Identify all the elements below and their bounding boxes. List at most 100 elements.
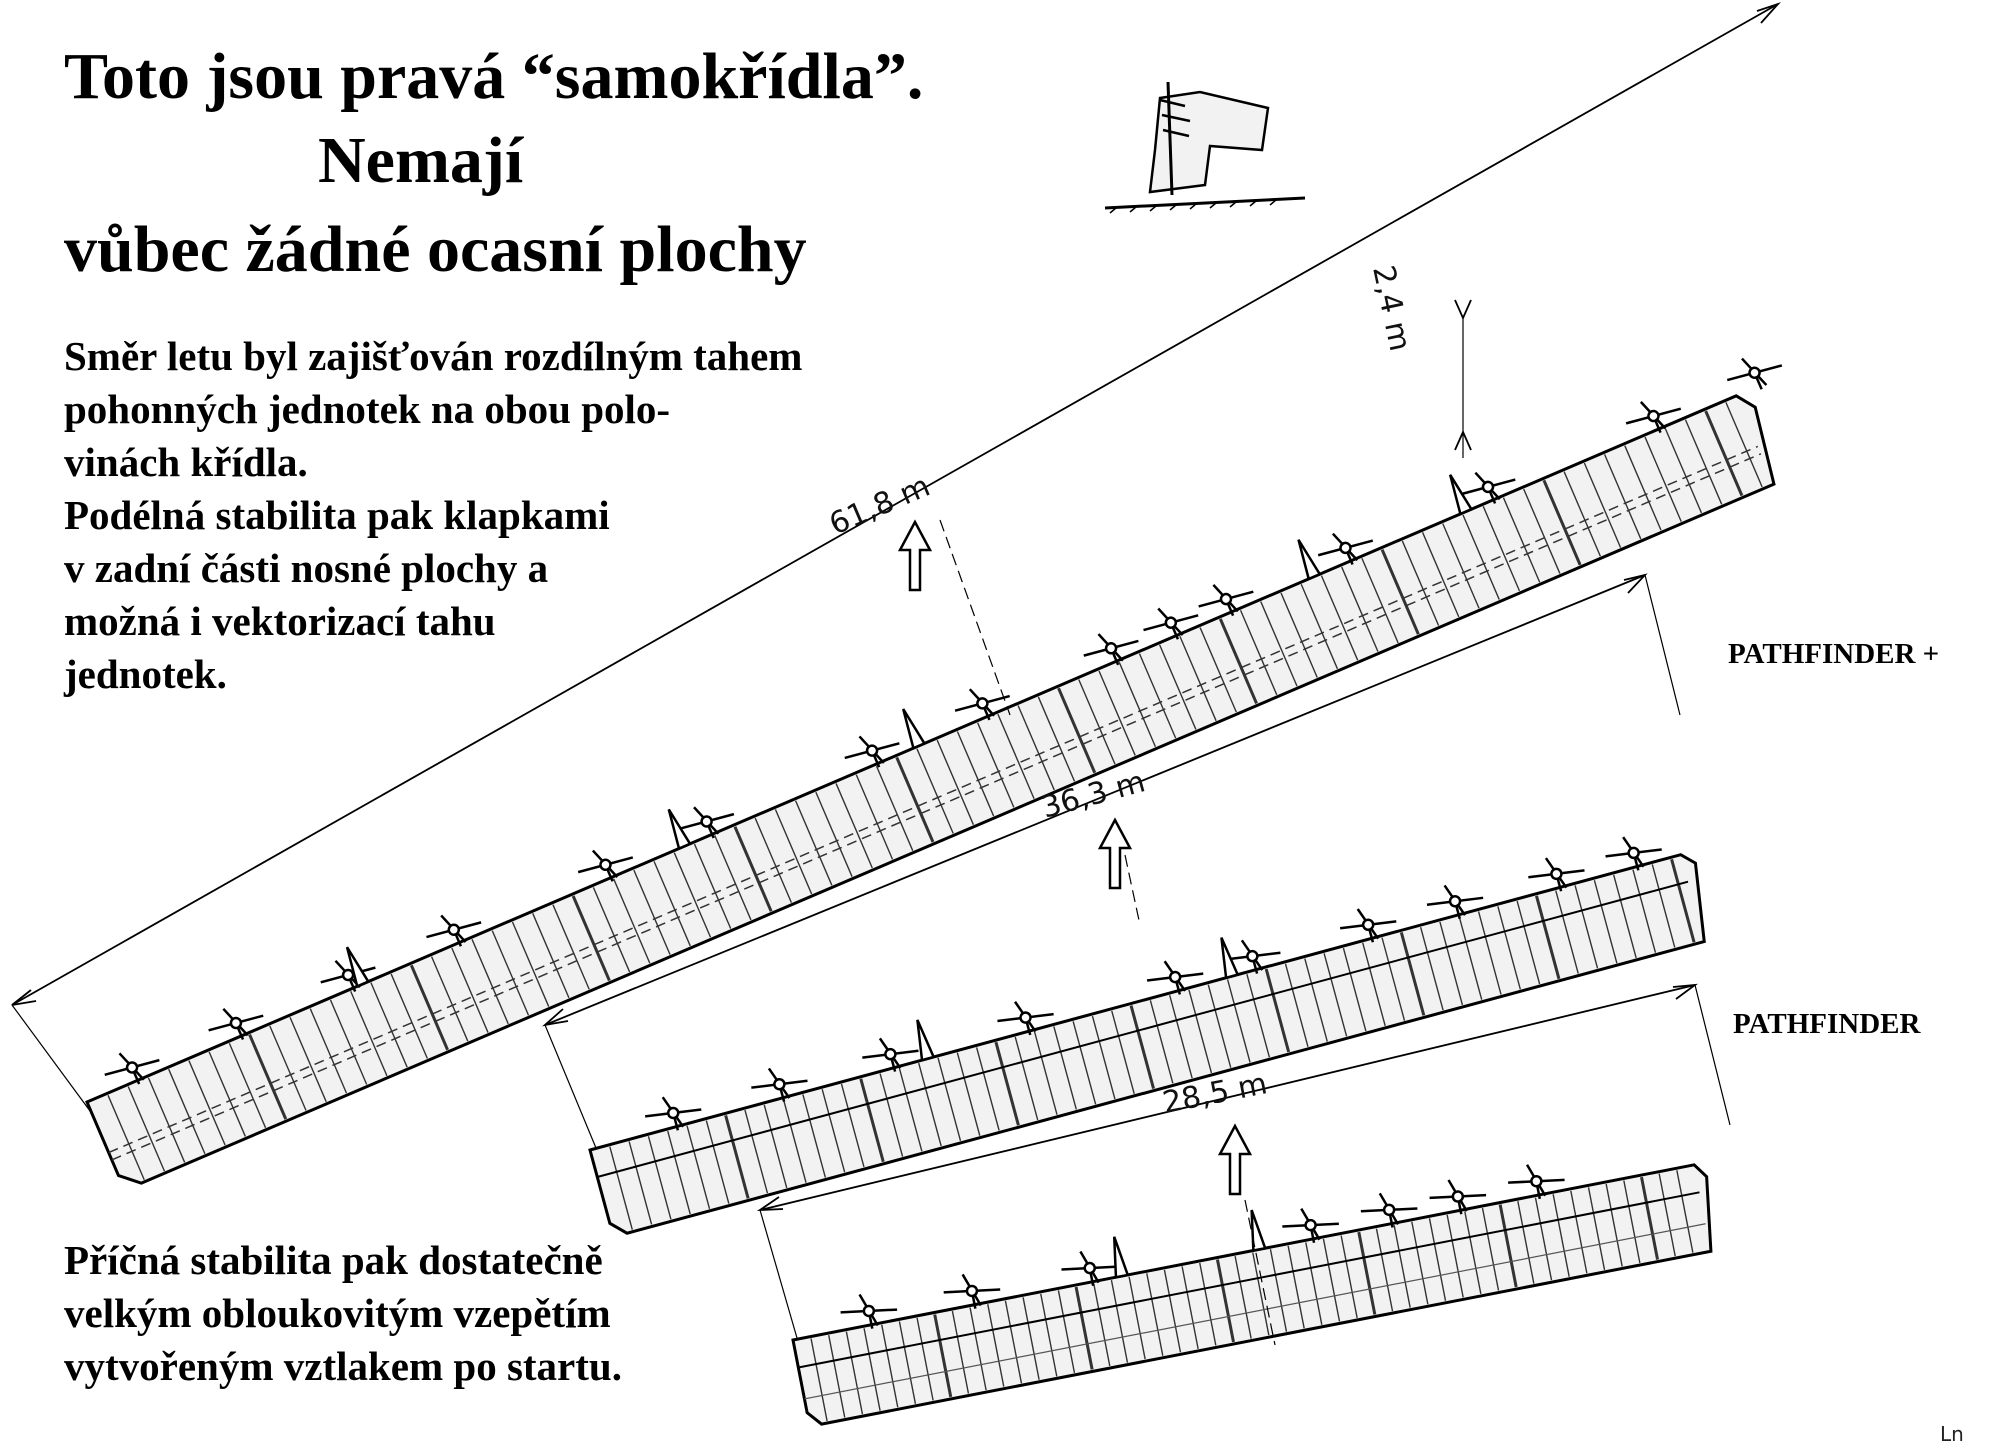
wing-rib: [933, 1314, 953, 1398]
propeller-motor-icon: [1317, 532, 1374, 565]
paragraph2-line: velkým obloukovitým vzepětím: [64, 1290, 611, 1336]
wing-rib: [1419, 926, 1444, 1011]
title-line-1: Toto jsou pravá “samokřídla”.: [64, 40, 924, 113]
landing-pod-icon: [1250, 1209, 1267, 1253]
wing-rib: [1477, 911, 1502, 995]
middle-wing-pods: [916, 937, 1240, 1062]
wing-rib: [1593, 879, 1618, 964]
propeller-motor-icon: [1083, 633, 1139, 666]
wing-rib: [744, 1109, 769, 1194]
wing-rib: [1555, 890, 1579, 974]
large-wing-chord-label: 2,4 m: [1365, 262, 1417, 354]
middle-wing-direction-arrow: [1097, 817, 1133, 890]
large-wing-direction-arrow: [897, 519, 933, 592]
wing-rib: [1252, 1252, 1270, 1336]
large-wing-pods: [345, 474, 1474, 988]
wing-rib: [794, 800, 833, 886]
wing-rib: [1498, 1204, 1518, 1288]
wing-rib: [1168, 994, 1193, 1079]
wing-rib: [1163, 1269, 1182, 1353]
paragraph1-line: Podélná stabilita pak klapkami: [64, 492, 610, 538]
wing-rib: [976, 722, 1015, 808]
propeller-motor-icon: [1143, 607, 1199, 640]
wing-rib: [1226, 979, 1251, 1063]
wing-rib: [1304, 958, 1328, 1042]
wing-rib: [1462, 514, 1500, 600]
paragraph2-line: vytvořeným vztlakem po startu.: [64, 1343, 622, 1389]
wing-rib: [1552, 1194, 1570, 1277]
small-span-dimension-line: [759, 984, 1696, 1211]
wing-rib: [1287, 1245, 1305, 1329]
wing-rib: [269, 1025, 307, 1111]
propeller-motor-icon: [1224, 939, 1281, 974]
wing-rib: [840, 1083, 865, 1168]
wing-rib: [1676, 1170, 1694, 1253]
propeller-motor-icon: [1429, 1179, 1487, 1215]
wing-rib: [1179, 635, 1217, 722]
wing-rib: [127, 1086, 166, 1172]
wing-rib: [1570, 1190, 1588, 1274]
wing-rib: [975, 1047, 1000, 1131]
wing-rib: [859, 1078, 885, 1163]
wing-rib: [1284, 963, 1309, 1047]
side-view-sketch: [1104, 81, 1306, 214]
wing-rib: [763, 1104, 788, 1189]
wing-rib: [1040, 1293, 1058, 1377]
wing-rib: [1138, 653, 1177, 739]
small-wing-motors: [840, 1164, 1565, 1329]
wing-rib: [289, 1016, 327, 1103]
wing-rib: [969, 1307, 987, 1391]
wing-rib: [1725, 402, 1763, 488]
wing-rib: [1053, 1026, 1077, 1110]
large-wing: [85, 357, 1783, 1185]
wing-rib: [714, 835, 752, 921]
wing-rib: [1583, 462, 1622, 548]
wing-rib: [228, 1042, 267, 1129]
wing-rib: [1129, 1005, 1155, 1089]
wing-rib: [1464, 1211, 1482, 1295]
wing-rib: [1207, 984, 1232, 1068]
wing-rib: [471, 939, 509, 1025]
paragraph2-line: Příčná stabilita pak dostatečně: [64, 1237, 603, 1283]
propeller-motor-icon: [1282, 1207, 1339, 1244]
wing-rib: [1146, 1273, 1164, 1356]
wing-rib: [1587, 1187, 1606, 1270]
wing-rib: [1017, 705, 1055, 791]
wing-rib: [390, 973, 429, 1059]
wing-rib: [828, 1334, 846, 1418]
wing-rib: [881, 1324, 899, 1408]
wing-rib: [1239, 609, 1278, 696]
propeller-motor-icon: [1625, 401, 1682, 434]
wing-rib: [693, 843, 732, 929]
paragraph1-line: pohonných jednotek na obou polo-: [64, 386, 671, 432]
wing-rib: [1014, 1036, 1039, 1121]
wing-rib: [994, 1041, 1020, 1126]
wing-rib: [1393, 1225, 1411, 1308]
propeller-motor-icon: [644, 1096, 702, 1131]
wing-rib: [1439, 921, 1464, 1006]
wing-rib: [1644, 436, 1682, 522]
wing-rib: [1149, 1000, 1174, 1084]
propeller-motor-icon: [208, 1007, 264, 1041]
wing-rib: [1091, 1015, 1116, 1100]
wing-rib: [898, 1321, 917, 1404]
wing-rib: [552, 904, 590, 990]
wing-rib: [1218, 618, 1258, 705]
wing-rib: [1613, 874, 1637, 959]
propeller-motor-icon: [1360, 1192, 1418, 1228]
landing-pod-icon: [916, 1019, 936, 1062]
propeller-motor-icon: [751, 1067, 808, 1102]
propeller-motor-icon: [862, 1037, 919, 1072]
wing-rib: [855, 774, 894, 860]
wing-rib: [1188, 989, 1213, 1074]
propeller-motor-icon: [1339, 908, 1397, 943]
wing-rib: [1523, 488, 1561, 574]
wing-rib: [1481, 1207, 1500, 1291]
wing-rib: [1199, 627, 1237, 713]
paragraph1-line: možná i vektorizací tahu: [64, 598, 496, 644]
wing-rib: [1684, 419, 1723, 505]
wing-rib: [1563, 471, 1601, 557]
wing-rib: [1181, 1266, 1199, 1349]
wing-rib: [1078, 679, 1116, 765]
wing-rib: [1704, 410, 1744, 497]
